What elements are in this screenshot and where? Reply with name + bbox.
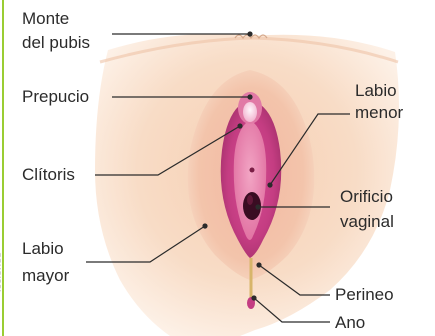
urethral-opening xyxy=(250,168,255,173)
label-perineo: Perineo xyxy=(335,284,394,305)
label-prepucio: Prepucio xyxy=(22,86,89,107)
label-labio-menor-line1: Labio xyxy=(355,80,397,101)
label-ano: Ano xyxy=(335,312,365,333)
label-labio-mayor-line2: mayor xyxy=(22,265,69,286)
label-monte-line1: Monte xyxy=(22,8,69,29)
label-clitoris: Clítoris xyxy=(22,164,75,185)
label-monte-line2: del pubis xyxy=(22,32,90,53)
label-orificio-line2: vaginal xyxy=(340,211,394,232)
label-labio-menor-line2: menor xyxy=(355,102,403,123)
label-orificio-line1: Orificio xyxy=(340,186,393,207)
clitoris-shape xyxy=(243,102,257,122)
label-labio-mayor-line1: Labio xyxy=(22,238,64,259)
